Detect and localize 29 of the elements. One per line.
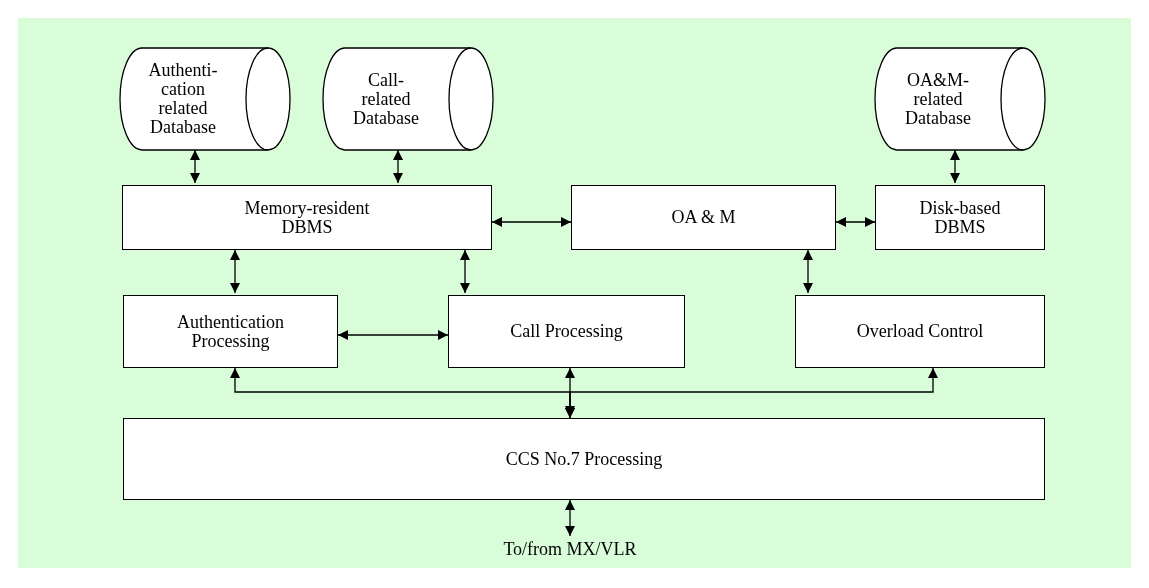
box-label: Authentication Processing (176, 312, 285, 351)
box-label: CCS No.7 Processing (505, 449, 663, 469)
box-label: Memory-resident DBMS (243, 198, 371, 237)
double-arrow (337, 330, 449, 340)
process-box (123, 418, 1045, 500)
double-arrow (491, 217, 572, 227)
box-label: Disk-based DBMS (918, 198, 1002, 237)
process-box (571, 185, 836, 250)
endpoint-label: To/from MX/VLR (503, 539, 637, 559)
process-box (122, 185, 492, 250)
box-label: Call Processing (510, 322, 623, 341)
database-label: Authenti- cation related Database (147, 61, 219, 137)
process-box (448, 295, 685, 368)
process-box (795, 295, 1045, 368)
double-arrow (460, 249, 470, 294)
database-label: Call- related Database (352, 70, 420, 128)
process-box (123, 295, 338, 368)
double-arrow (835, 217, 876, 227)
double-arrow (565, 367, 938, 419)
double-arrow (190, 149, 200, 184)
process-box (875, 185, 1045, 250)
double-arrow (230, 249, 240, 294)
box-label: Overload Control (856, 322, 984, 341)
double-arrow (565, 499, 575, 537)
double-arrow (803, 249, 813, 294)
box-label: OA & M (671, 208, 736, 227)
double-arrow (393, 149, 403, 184)
database-label: OA&M- related Database (904, 70, 972, 128)
double-arrow (950, 149, 960, 184)
